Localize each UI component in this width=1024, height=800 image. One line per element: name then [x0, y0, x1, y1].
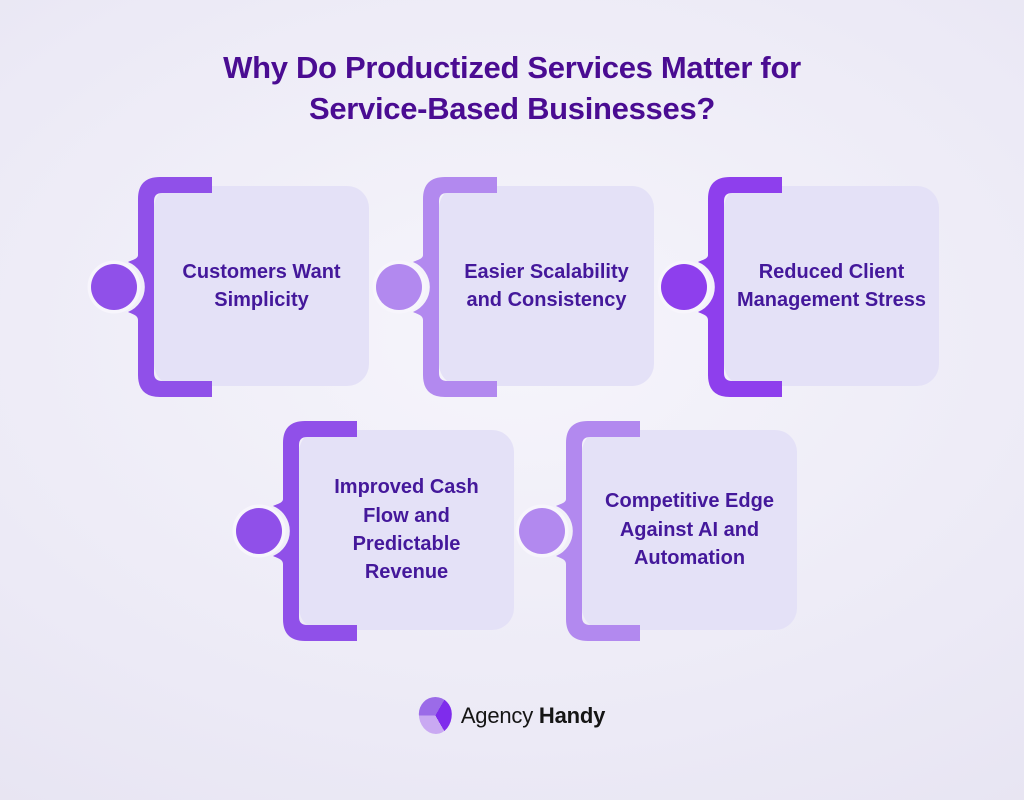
benefit-card-2: Easier Scalability and Consistency	[372, 177, 659, 397]
page-title-line2: Service-Based Businesses?	[308, 90, 716, 126]
benefit-card-1: Customers Want Simplicity	[87, 177, 374, 397]
brand-name-regular: Agency	[460, 702, 534, 728]
curly-brace-shape	[273, 421, 357, 641]
benefit-card-2-label: Easier Scalability and Consistency	[464, 260, 629, 311]
curly-brace-shape	[698, 177, 782, 397]
brace-bullet-decoration	[232, 421, 357, 641]
curly-brace-shape	[413, 177, 497, 397]
dot-circle	[376, 264, 422, 310]
brace-bullet-decoration	[87, 177, 212, 397]
benefit-card-1-box: Customers Want Simplicity	[154, 186, 369, 386]
benefit-card-5: Competitive Edge Against AI and Automati…	[515, 421, 802, 641]
benefit-card-1-label: Customers Want Simplicity	[182, 260, 341, 311]
dot-circle	[91, 264, 137, 310]
brace-bullet-decoration	[657, 177, 782, 397]
dot-circle	[236, 508, 282, 554]
benefit-card-4: Improved Cash Flow and Predictable Reven…	[232, 421, 519, 641]
benefit-card-5-box: Competitive Edge Against AI and Automati…	[582, 430, 797, 630]
brand-name: Agency Handy	[460, 702, 606, 729]
benefit-card-3: Reduced Client Management Stress	[657, 177, 944, 397]
dot-circle	[661, 264, 707, 310]
benefit-card-3-label: Reduced Client Management Stress	[737, 260, 926, 311]
page-title: Why Do Productized Services Matter for S…	[0, 48, 1024, 130]
benefit-card-4-label: Improved Cash Flow and Predictable Reven…	[334, 476, 479, 584]
benefit-card-5-label: Competitive Edge Against AI and Automati…	[605, 490, 774, 570]
curly-brace-shape	[556, 421, 640, 641]
dot-circle	[519, 508, 565, 554]
curly-brace-shape	[128, 177, 212, 397]
benefit-card-4-box: Improved Cash Flow and Predictable Reven…	[299, 430, 514, 630]
page-title-line1: Why Do Productized Services Matter for	[223, 50, 801, 85]
benefit-card-3-box: Reduced Client Management Stress	[724, 186, 939, 386]
brace-bullet-decoration	[515, 421, 640, 641]
brace-bullet-decoration	[372, 177, 497, 397]
agency-handy-logo-icon	[418, 697, 452, 734]
benefit-card-2-box: Easier Scalability and Consistency	[439, 186, 654, 386]
brand-name-bold: Handy	[538, 702, 606, 728]
brand-logo: Agency Handy	[418, 697, 606, 734]
